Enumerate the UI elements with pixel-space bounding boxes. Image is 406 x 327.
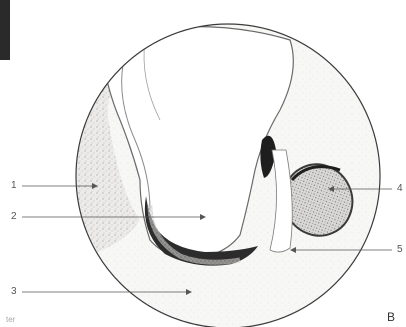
- callout-4: 4: [397, 184, 403, 194]
- credit-mark: ter: [6, 316, 15, 324]
- callout-2: 2: [11, 212, 17, 222]
- callout-3: 3: [11, 287, 17, 297]
- panel-letter: B: [387, 311, 395, 323]
- corner-shadow: [0, 0, 10, 60]
- callout-5: 5: [397, 245, 403, 255]
- callout-1: 1: [11, 181, 17, 191]
